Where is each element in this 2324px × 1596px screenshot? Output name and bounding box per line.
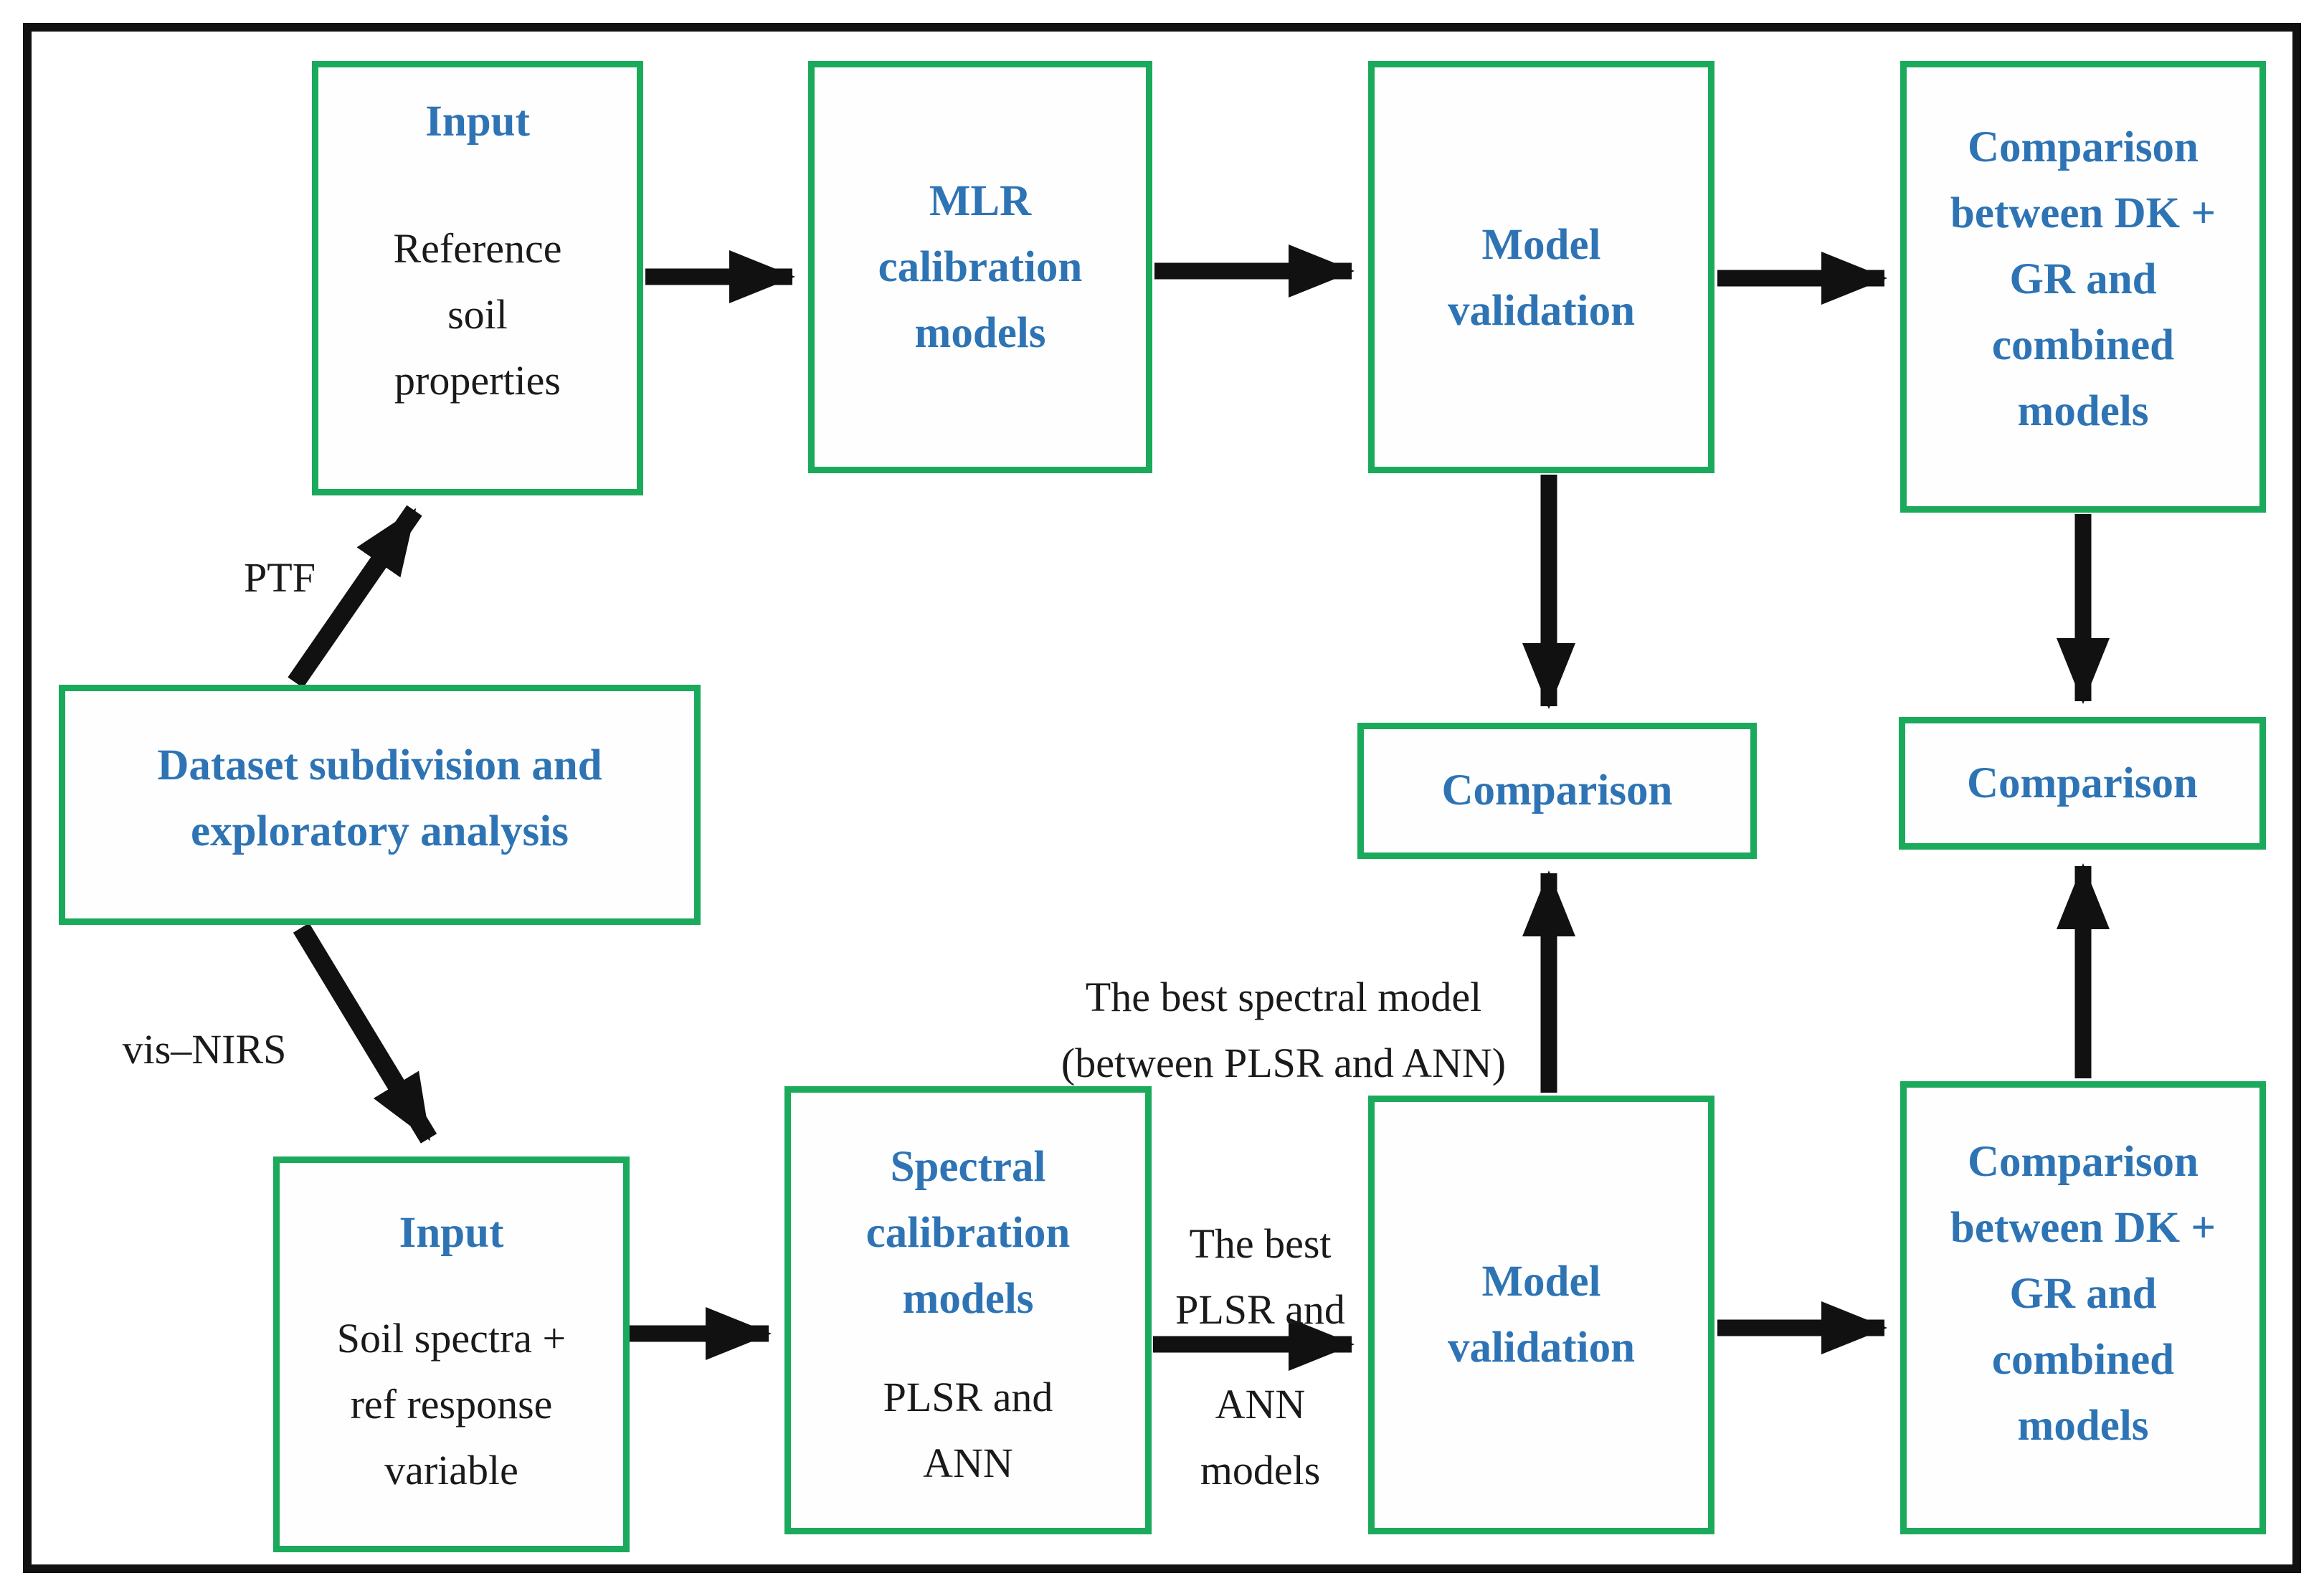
box-spectral-calibration-models: Spectral calibration models PLSR and ANN <box>784 1086 1152 1534</box>
box-input-bottom: Input Soil spectra + ref response variab… <box>273 1156 630 1552</box>
text-line: models <box>902 1275 1034 1323</box>
box-input-bottom-body: Soil spectra + ref response variable <box>280 1306 623 1504</box>
text-line: ANN <box>1215 1381 1306 1428</box>
text-line: ref response <box>350 1381 553 1428</box>
box-spectral-body: PLSR and ANN <box>791 1364 1145 1496</box>
label-best-plsr-ann-models: The best PLSR and ANN models <box>1158 1211 1362 1504</box>
text-line: The best spectral model <box>1085 974 1482 1020</box>
label-best-spectral-model: The best spectral model (between PLSR an… <box>1018 964 1549 1096</box>
box-model-validation-bottom: Model validation <box>1368 1096 1714 1534</box>
text-line: variable <box>384 1447 518 1493</box>
box-comparison-dkgr-top: Comparison between DK + GR and combined … <box>1900 61 2266 513</box>
label-vis-nirs: vis–NIRS <box>122 1026 287 1073</box>
box-input-top-body: Reference soil properties <box>318 216 637 414</box>
text-line: combined <box>1991 1336 2175 1384</box>
text-line: Soil spectra + <box>336 1315 566 1362</box>
text-line: (between PLSR and ANN) <box>1061 1040 1507 1086</box>
text-line: between DK + <box>1950 1204 2216 1252</box>
text-line: combined <box>1991 321 2175 369</box>
text-line: models <box>2017 387 2149 435</box>
text-line: GR and <box>2009 1270 2157 1318</box>
text-line: PLSR and <box>883 1374 1053 1420</box>
box-comparison-mid: Comparison <box>1357 723 1757 859</box>
text-line: Comparison <box>1967 759 2198 807</box>
box-comparison-right: Comparison <box>1899 717 2266 850</box>
text-line: PLSR and <box>1175 1286 1345 1333</box>
box-dataset-subdivision: Dataset subdivision and exploratory anal… <box>59 685 701 925</box>
outer-border <box>23 23 2301 1573</box>
text-line: Comparison <box>1968 123 2199 171</box>
text-line: models <box>914 308 1046 357</box>
text-line: calibration <box>865 1209 1071 1257</box>
text-line: models <box>1200 1447 1321 1493</box>
text-line: properties <box>394 357 561 404</box>
text-line: Dataset subdivision and <box>157 741 602 789</box>
text-line: GR and <box>2009 255 2157 303</box>
arrow-visnirs-dataset-to-input-bottom <box>293 923 437 1144</box>
text-line: calibration <box>878 242 1083 291</box>
text-line: ANN <box>923 1440 1013 1486</box>
box-comparison-dkgr-bottom: Comparison between DK + GR and combined … <box>1900 1081 2266 1534</box>
box-input-top: Input Reference soil properties <box>312 61 643 495</box>
text-line: Model <box>1481 1258 1601 1306</box>
box-mlr-calibration-models: MLR calibration models <box>808 61 1152 473</box>
text-line: validation <box>1447 286 1635 335</box>
text-line: Comparison <box>1968 1138 2199 1186</box>
box-input-top-title: Input <box>425 98 530 146</box>
text-line: Spectral <box>890 1143 1046 1191</box>
box-input-bottom-title: Input <box>399 1209 504 1257</box>
text-line: Model <box>1481 220 1601 269</box>
text-line: MLR <box>929 176 1032 225</box>
box-model-validation-top: Model validation <box>1368 61 1714 473</box>
text-line: exploratory analysis <box>191 807 569 855</box>
text-line: Comparison <box>1441 766 1673 814</box>
text-line: models <box>2017 1402 2149 1450</box>
text-line: between DK + <box>1950 189 2216 237</box>
text-line: validation <box>1447 1324 1635 1372</box>
text-line: The best <box>1189 1220 1332 1267</box>
text-line: soil <box>447 291 508 338</box>
arrow-ptf-dataset-to-input-top <box>288 505 422 688</box>
text-line: Reference <box>393 225 562 272</box>
label-ptf: PTF <box>244 554 316 601</box>
